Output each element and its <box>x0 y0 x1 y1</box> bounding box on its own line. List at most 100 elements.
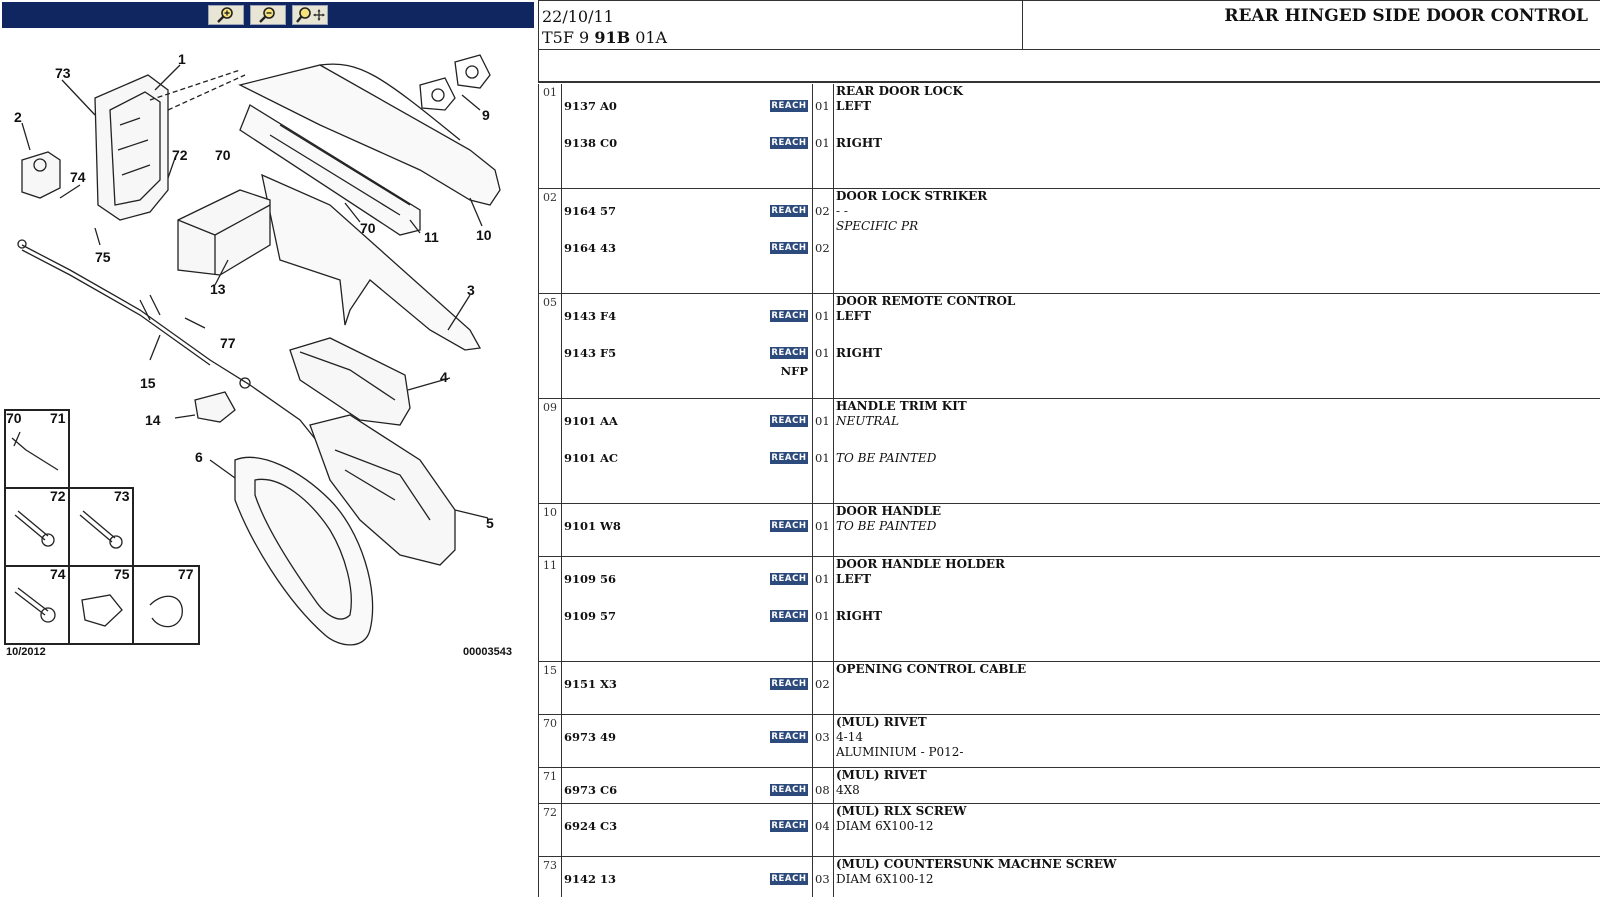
part-number[interactable]: 9143 F5 <box>564 346 617 360</box>
header-code: T5F 9 91B 01A <box>542 28 667 47</box>
quantity: 01 <box>815 519 830 533</box>
ref-cell: 70 <box>539 715 562 767</box>
reach-button[interactable]: REACH <box>770 784 808 796</box>
part-group: 09 HANDLE TRIM KIT 9101 AA REACH 01 9101 AC RE… <box>539 399 1600 504</box>
callout-label: 6 <box>195 449 203 465</box>
diagram-date: 10/2012 <box>6 646 46 658</box>
quantity: 02 <box>815 204 830 218</box>
reach-button[interactable]: REACH <box>770 731 808 743</box>
reach-button[interactable]: REACH <box>770 820 808 832</box>
reach-button[interactable]: REACH <box>770 415 808 427</box>
pan-button[interactable] <box>292 5 328 25</box>
callout-label: 73 <box>55 65 71 81</box>
diagram-image-ref: 00003543 <box>463 646 512 658</box>
ref-number: 01 <box>543 86 557 99</box>
part-number[interactable]: 9137 A0 <box>564 99 617 113</box>
reach-button[interactable]: REACH <box>770 205 808 217</box>
reach-button[interactable]: REACH <box>770 520 808 532</box>
reach-button[interactable]: REACH <box>770 310 808 322</box>
part-number[interactable]: 6924 C3 <box>564 819 618 833</box>
callout-label: 3 <box>467 282 475 298</box>
quantity: 01 <box>815 609 830 623</box>
quantity: 03 <box>815 872 830 886</box>
code-suffix: 01A <box>630 28 668 47</box>
quantity: 01 <box>815 414 830 428</box>
callout-label: 11 <box>424 229 439 245</box>
part-number[interactable]: 9164 43 <box>564 241 617 255</box>
part-title: DOOR HANDLE <box>836 504 942 518</box>
part-title: DOOR REMOTE CONTROL <box>836 294 1016 308</box>
callout-label: 5 <box>486 515 494 531</box>
quantity: 03 <box>815 730 830 744</box>
reach-button[interactable]: REACH <box>770 347 808 359</box>
part-title: (MUL) RIVET <box>836 768 927 782</box>
qty-column <box>812 857 834 897</box>
part-description: TO BE PAINTED <box>836 519 937 533</box>
ref-number: 02 <box>543 191 557 204</box>
part-description: SPECIFIC PR <box>836 219 919 233</box>
quantity: 02 <box>815 677 830 691</box>
part-number[interactable]: 9151 X3 <box>564 677 617 691</box>
reach-button[interactable]: REACH <box>770 873 808 885</box>
qty-column <box>812 768 834 803</box>
callout-label: 72 <box>172 147 188 163</box>
part-title: (MUL) RIVET <box>836 715 927 729</box>
code-bold: 91B <box>594 28 631 47</box>
reach-button[interactable]: REACH <box>770 242 808 254</box>
callout-label: 74 <box>70 169 86 185</box>
header-date: 22/10/11 <box>542 7 614 26</box>
part-number[interactable]: 9101 W8 <box>564 519 621 533</box>
inset-label: 77 <box>178 566 194 582</box>
ref-cell: 11 <box>539 557 562 661</box>
part-number[interactable]: 9164 57 <box>564 204 617 218</box>
quantity: 01 <box>815 451 830 465</box>
reach-button[interactable]: REACH <box>770 137 808 149</box>
qty-column <box>812 662 834 714</box>
part-number[interactable]: 9101 AC <box>564 451 619 465</box>
reach-button[interactable]: REACH <box>770 100 808 112</box>
inset-label: 75 <box>114 566 130 582</box>
part-number[interactable]: 9143 F4 <box>564 309 617 323</box>
ref-cell: 73 <box>539 857 562 897</box>
reach-button[interactable]: REACH <box>770 452 808 464</box>
zoom-in-button[interactable] <box>208 5 244 25</box>
ref-number: 11 <box>543 559 557 572</box>
part-number[interactable]: 9138 C0 <box>564 136 618 150</box>
part-number[interactable]: 6973 C6 <box>564 783 618 797</box>
part-number[interactable]: 9109 57 <box>564 609 617 623</box>
ref-cell: 09 <box>539 399 562 503</box>
callout-label: 4 <box>440 369 448 385</box>
reach-button[interactable]: REACH <box>770 610 808 622</box>
part-description: 4-14 <box>836 730 863 744</box>
part-number[interactable]: 9142 13 <box>564 872 617 886</box>
part-number[interactable]: 9101 AA <box>564 414 618 428</box>
part-number[interactable]: 6973 49 <box>564 730 617 744</box>
parts-list-panel: 22/10/11 T5F 9 91B 01A REAR HINGED SIDE … <box>538 0 1600 906</box>
ref-number: 10 <box>543 506 557 519</box>
reach-button[interactable]: REACH <box>770 573 808 585</box>
part-description: RIGHT <box>836 609 883 623</box>
pan-icon <box>296 7 325 23</box>
qty-column <box>812 557 834 661</box>
callout-label: 10 <box>476 227 492 243</box>
part-number[interactable]: 9109 56 <box>564 572 617 586</box>
callout-label: 75 <box>95 249 111 265</box>
qty-column <box>812 399 834 503</box>
reach-button[interactable]: REACH <box>770 678 808 690</box>
ref-number: 71 <box>543 770 557 783</box>
part-title: HANDLE TRIM KIT <box>836 399 967 413</box>
part-description: - - <box>836 204 848 218</box>
qty-column <box>812 804 834 856</box>
page-title: REAR HINGED SIDE DOOR CONTROL <box>1224 6 1588 26</box>
callout-label: 13 <box>210 281 226 297</box>
ref-cell: 71 <box>539 768 562 803</box>
zoom-out-button[interactable] <box>250 5 286 25</box>
